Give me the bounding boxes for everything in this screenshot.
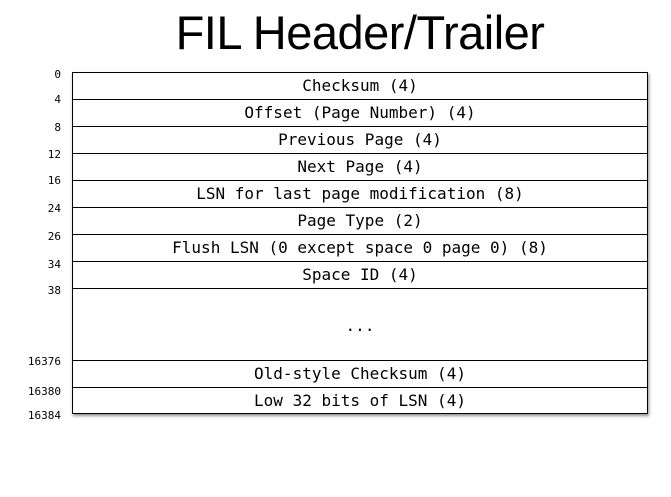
offset-label: 34 — [47, 258, 61, 271]
field-lsn-last-modification: LSN for last page modification (8) — [196, 184, 524, 203]
offset-label: 8 — [54, 121, 61, 134]
offset-label: 16384 — [27, 409, 61, 422]
row-divider — [72, 360, 648, 361]
row-divider — [72, 288, 648, 289]
field-next-page: Next Page (4) — [297, 157, 423, 176]
field-old-style-checksum: Old-style Checksum (4) — [254, 364, 466, 383]
field-page-type: Page Type (2) — [297, 211, 423, 230]
row-divider — [72, 261, 648, 262]
row-divider — [72, 207, 648, 208]
offset-label: 24 — [47, 202, 61, 215]
field-checksum: Checksum (4) — [302, 76, 418, 95]
field-previous-page: Previous Page (4) — [278, 130, 442, 149]
offset-label: 12 — [47, 148, 61, 161]
diagram-title: FIL Header/Trailer — [175, 6, 545, 59]
offset-label: 16 — [47, 174, 61, 187]
field-low-32-bits-lsn: Low 32 bits of LSN (4) — [254, 391, 466, 410]
row-divider — [72, 126, 648, 127]
field-flush-lsn: Flush LSN (0 except space 0 page 0) (8) — [172, 238, 548, 257]
field-space-id: Space ID (4) — [302, 265, 418, 284]
row-divider — [72, 99, 648, 100]
offset-label: 16380 — [27, 385, 61, 398]
field-offset-page-number: Offset (Page Number) (4) — [244, 103, 476, 122]
offset-label: 38 — [47, 284, 61, 297]
offset-label: 26 — [47, 230, 61, 243]
row-divider — [72, 234, 648, 235]
field-ellipsis: ... — [345, 316, 375, 335]
row-divider — [72, 387, 648, 388]
offset-label: 0 — [54, 68, 61, 81]
row-divider — [72, 153, 648, 154]
row-divider — [72, 180, 648, 181]
page-structure-box — [72, 72, 648, 414]
offset-label: 4 — [54, 93, 61, 106]
offset-label: 16376 — [27, 355, 61, 368]
